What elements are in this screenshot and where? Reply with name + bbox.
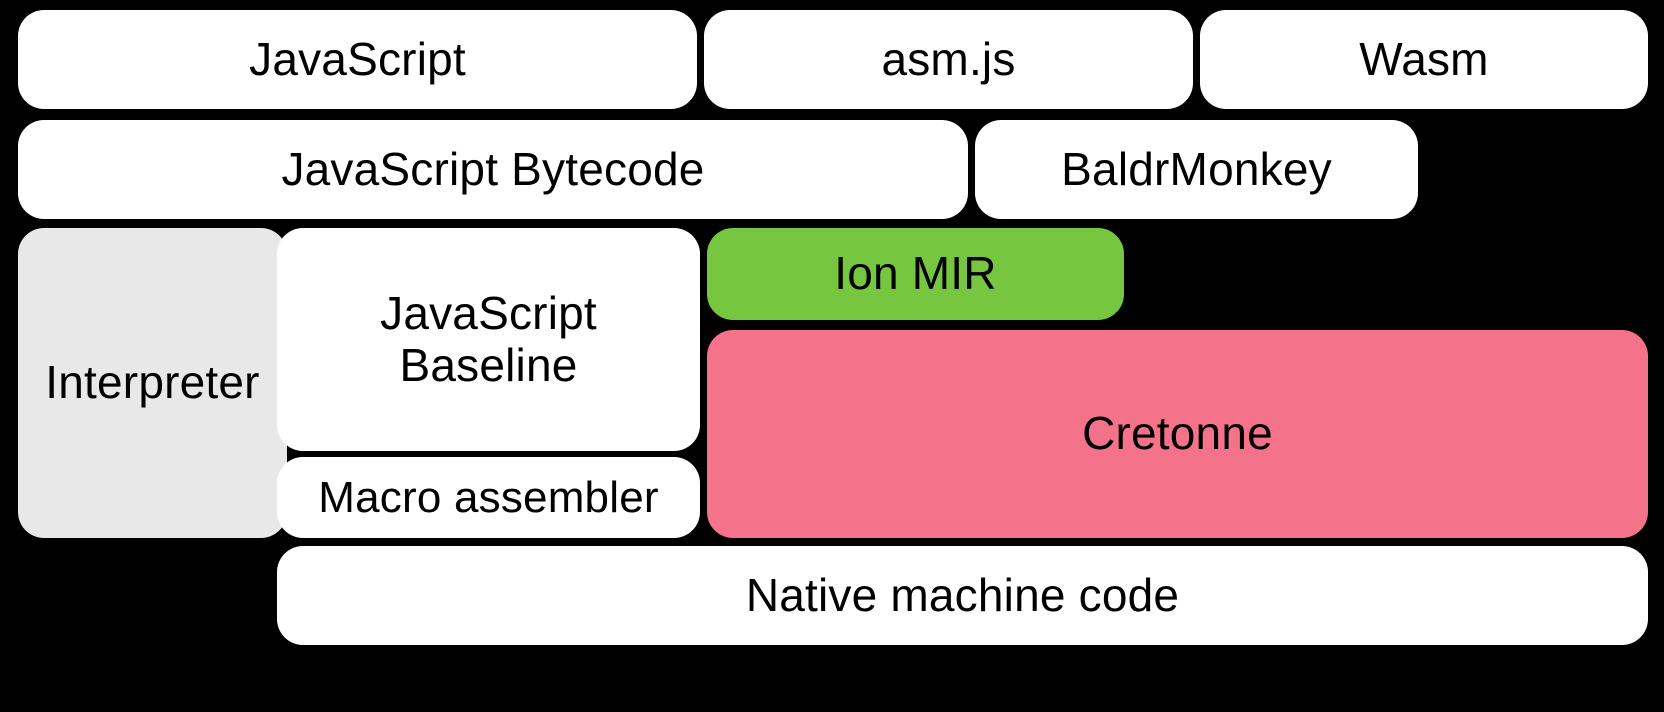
node-native-machine-code: Native machine code bbox=[277, 546, 1648, 645]
node-baldrmonkey: BaldrMonkey bbox=[975, 120, 1418, 219]
node-wasm: Wasm bbox=[1200, 10, 1648, 109]
node-ion-mir: Ion MIR bbox=[707, 228, 1124, 320]
node-cretonne: Cretonne bbox=[707, 330, 1648, 538]
node-javascript: JavaScript bbox=[18, 10, 697, 109]
node-interpreter: Interpreter bbox=[18, 228, 287, 538]
node-javascript-bytecode: JavaScript Bytecode bbox=[18, 120, 968, 219]
node-asmjs: asm.js bbox=[704, 10, 1193, 109]
node-javascript-baseline: JavaScript Baseline bbox=[277, 228, 700, 451]
node-macro-assembler: Macro assembler bbox=[277, 457, 700, 538]
